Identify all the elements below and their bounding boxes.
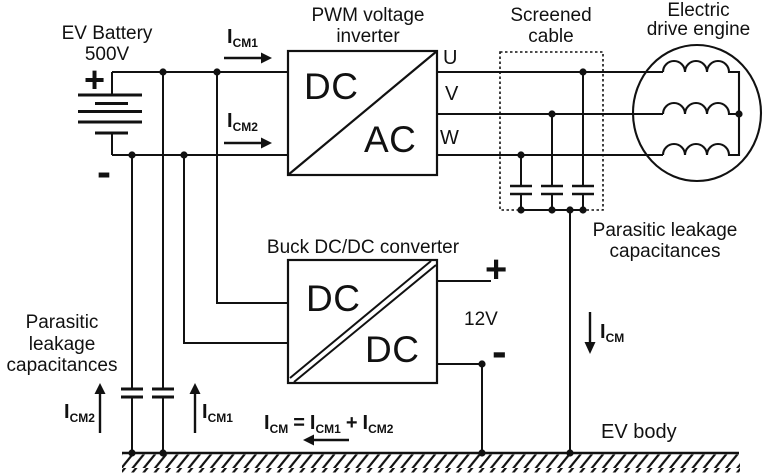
battery-minus-sign: - bbox=[97, 148, 111, 195]
battery-label-line2: 500V bbox=[84, 44, 130, 65]
icm2-top-sub: CM2 bbox=[232, 120, 258, 134]
icm1-ground-base: I bbox=[202, 401, 208, 423]
inverter-ac-label: AC bbox=[364, 119, 417, 160]
output-plus-sign: + bbox=[485, 249, 508, 291]
parasitic-right-line1: Parasitic leakage bbox=[592, 220, 738, 241]
icm1-up-arrow-icon bbox=[189, 383, 201, 433]
parasitic-left-line1: Parasitic bbox=[25, 312, 99, 333]
motor-title-line1: Electric bbox=[667, 0, 730, 21]
eq-equals-sign: = bbox=[293, 412, 305, 434]
eq-lhs-base: I bbox=[264, 412, 270, 434]
equation-left-arrow-icon bbox=[303, 434, 349, 446]
icm1-top-label: ICM1 bbox=[227, 27, 258, 49]
buck-dc-out-label: DC bbox=[365, 329, 420, 370]
motor-symbol bbox=[631, 43, 763, 183]
cm-current-equation: ICM=ICM1+ICM2 bbox=[264, 413, 393, 435]
icm1-top-base: I bbox=[227, 26, 233, 48]
eq-plus-sign: + bbox=[345, 412, 358, 434]
parasitic-left-line3: capacitances bbox=[6, 355, 118, 376]
current-arrows bbox=[94, 52, 596, 446]
icm2-ground-label: ICM2 bbox=[64, 402, 95, 424]
battery-plus-sign: + bbox=[84, 59, 106, 100]
icm2-top-label: ICM2 bbox=[227, 111, 258, 133]
eq-term1-sub: CM1 bbox=[315, 422, 341, 436]
screened-cable-title-line1: Screened bbox=[510, 5, 592, 26]
buck-dc-in-label: DC bbox=[306, 278, 361, 319]
eq-term1-base: I bbox=[309, 412, 316, 434]
parasitic-left-label: Parasitic leakage capacitances bbox=[0, 312, 124, 377]
ev-body-ground bbox=[122, 451, 740, 473]
icm2-right-arrow-icon bbox=[224, 137, 272, 149]
parasitic-right-line2: capacitances bbox=[609, 241, 721, 262]
icm2-ground-base: I bbox=[64, 401, 70, 423]
icm2-ground-sub: CM2 bbox=[69, 411, 95, 425]
icm1-ground-sub: CM1 bbox=[207, 411, 233, 425]
junction-dots bbox=[128, 68, 743, 457]
buck-title: Buck DC/DC converter bbox=[266, 237, 460, 258]
icm-body-label: ICM bbox=[600, 322, 624, 344]
leakage-capacitor-left-pair bbox=[121, 387, 174, 399]
dc-bus-wires bbox=[112, 71, 288, 453]
output-minus-sign: - bbox=[492, 327, 507, 376]
inverter-title-line1: PWM voltage bbox=[311, 5, 425, 26]
icm1-top-sub: CM1 bbox=[232, 36, 258, 50]
ev-body-label: EV body bbox=[601, 421, 677, 443]
icm1-ground-label: ICM1 bbox=[202, 402, 233, 424]
icm-body-base: I bbox=[600, 321, 606, 343]
icm-down-arrow-icon bbox=[584, 312, 596, 354]
icm2-up-arrow-icon bbox=[94, 383, 106, 433]
phase-v-label: V bbox=[445, 83, 459, 105]
phase-u-label: U bbox=[443, 47, 458, 69]
battery-symbol bbox=[78, 72, 142, 155]
battery-label-line1: EV Battery bbox=[61, 23, 153, 44]
inverter-dc-label: DC bbox=[304, 66, 359, 107]
eq-term2-sub: CM2 bbox=[368, 422, 394, 436]
motor-title: Electric drive engine bbox=[623, 1, 774, 39]
battery-label: EV Battery 500V bbox=[32, 23, 182, 65]
buck-converter-box bbox=[286, 258, 491, 453]
eq-term2-base: I bbox=[362, 412, 369, 434]
inverter-title: PWM voltage inverter bbox=[288, 5, 448, 47]
motor-title-line2: drive engine bbox=[646, 19, 751, 40]
icm-body-sub: CM bbox=[605, 331, 625, 345]
inverter-title-line2: inverter bbox=[336, 26, 400, 47]
eq-lhs-sub: CM bbox=[269, 422, 289, 436]
phase-w-label: W bbox=[440, 127, 459, 149]
parasitic-right-label: Parasitic leakage capacitances bbox=[578, 220, 752, 262]
screened-cable-title: Screened cable bbox=[497, 5, 605, 47]
output-voltage-label: 12V bbox=[464, 309, 498, 330]
screened-cable-title-line2: cable bbox=[528, 26, 574, 47]
icm1-right-arrow-icon bbox=[224, 52, 272, 64]
icm2-top-base: I bbox=[227, 110, 233, 132]
cable-leakage-capacitors bbox=[510, 72, 594, 453]
parasitic-left-line2: leakage bbox=[28, 333, 96, 355]
